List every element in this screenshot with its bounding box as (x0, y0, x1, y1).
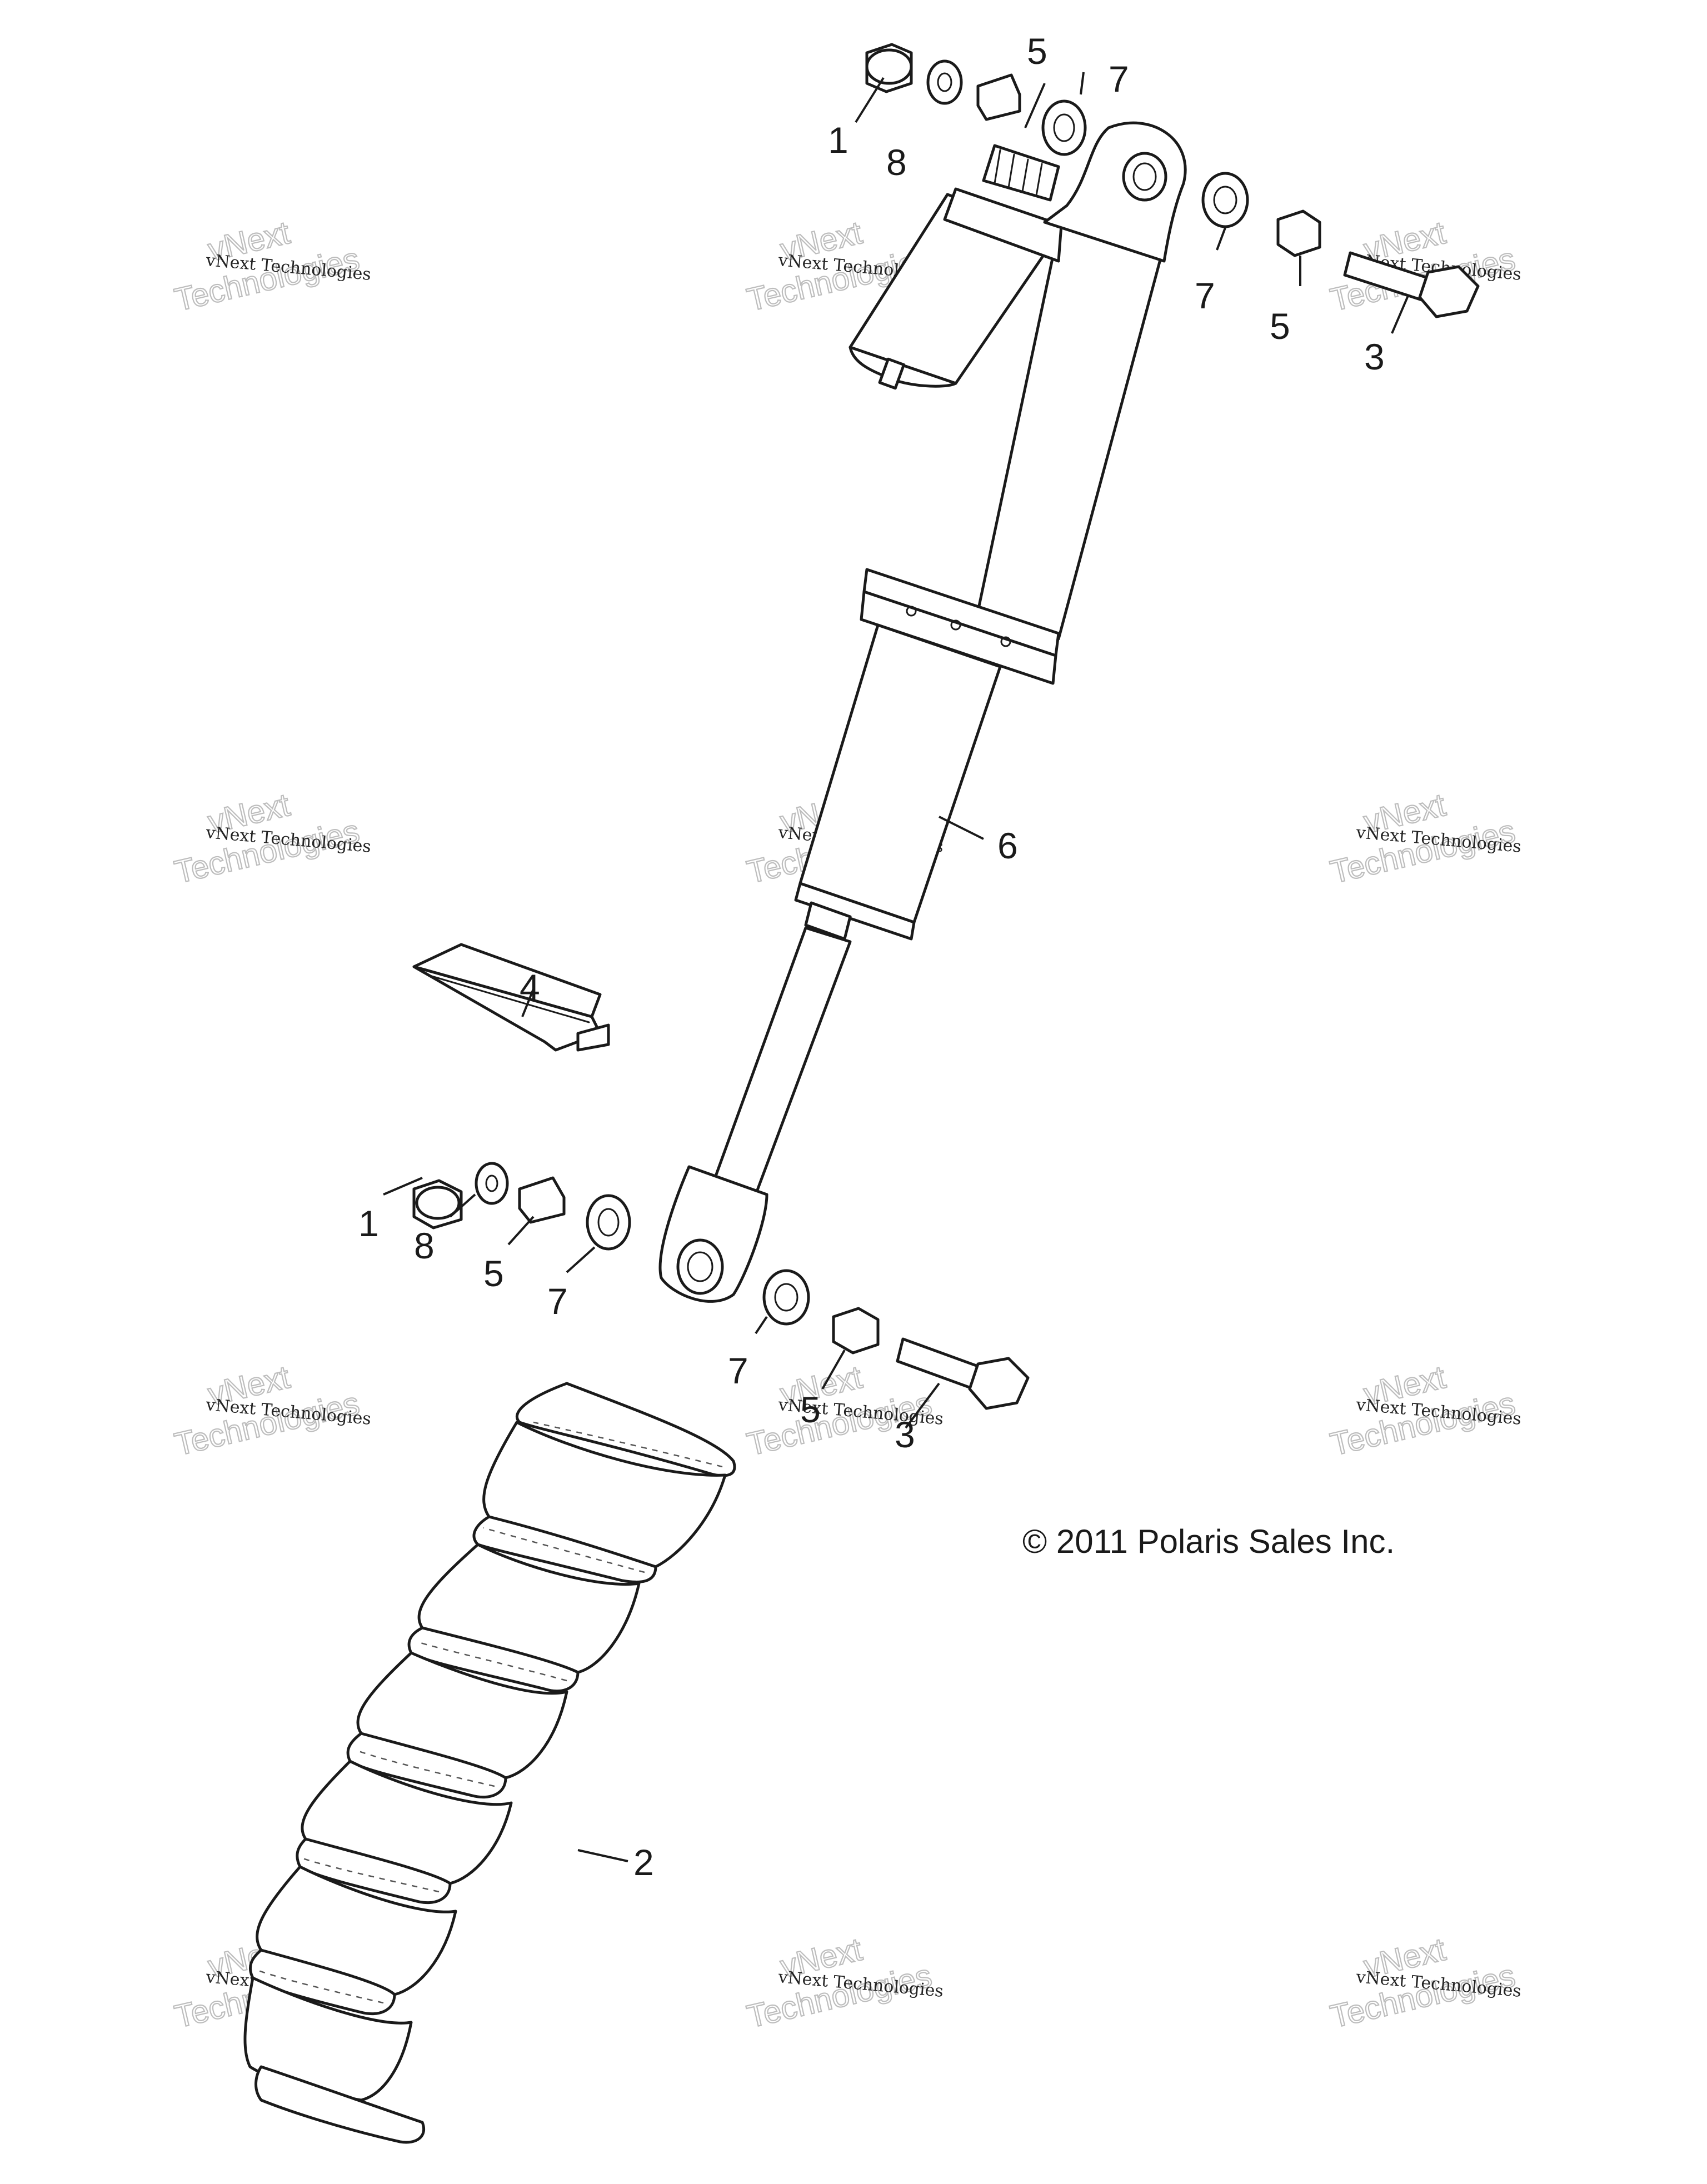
bottom-right-hardware (762, 1269, 1030, 1410)
watermark: vNext Technologies vNext Technologies (1326, 786, 1522, 891)
callouts: 1 8 5 7 7 5 3 6 4 1 8 5 7 7 5 3 2 (358, 31, 1385, 1883)
bump-stop (412, 943, 610, 1052)
callout-5: 5 (483, 1253, 504, 1294)
watermark: vNext Technologies vNext Technologies (1326, 1358, 1522, 1463)
callout-3: 3 (895, 1414, 915, 1455)
watermark: vNext Technologies vNext Technologies (1326, 1931, 1522, 2036)
bottom-left-hardware (412, 1162, 631, 1251)
callout-8: 8 (886, 142, 907, 183)
watermark: vNext Technologies vNext Technologies (171, 1358, 372, 1463)
coil-spring (243, 1382, 736, 2144)
top-left-hardware (865, 43, 1087, 156)
callout-7: 7 (728, 1350, 748, 1391)
shock-absorber (658, 121, 1187, 1303)
callout-1: 1 (358, 1203, 379, 1244)
watermark: vNext Technologies vNext Technologies (171, 786, 372, 891)
top-right-hardware (1201, 172, 1480, 318)
callout-5: 5 (1270, 306, 1290, 347)
callout-5: 5 (1027, 31, 1047, 72)
callout-1: 1 (828, 119, 848, 161)
watermark: vNext Technologies vNext Technologies (171, 214, 372, 319)
callout-6: 6 (997, 825, 1018, 866)
watermark: vNext Technologies vNext Technologies (743, 1931, 944, 2036)
callout-7: 7 (1109, 58, 1129, 99)
callout-7: 7 (547, 1281, 568, 1322)
callout-7: 7 (1195, 275, 1215, 316)
callout-5: 5 (800, 1389, 821, 1430)
copyright-notice: © 2011 Polaris Sales Inc. (1022, 1523, 1395, 1560)
callout-2: 2 (633, 1842, 654, 1883)
callout-4: 4 (520, 967, 540, 1008)
callout-3: 3 (1364, 336, 1385, 377)
callout-8: 8 (414, 1225, 435, 1266)
leader-lines (383, 72, 1410, 1862)
